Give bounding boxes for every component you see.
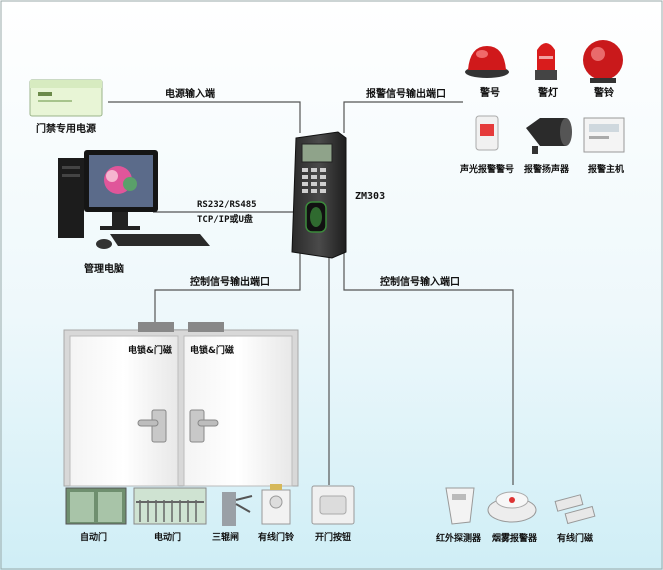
- alarm-siren-icon: [465, 46, 509, 78]
- sound-light-alarm-label: 声光报警警号: [460, 165, 515, 175]
- alarm-bell-label: 警铃: [594, 88, 614, 99]
- connection-lines: [108, 101, 514, 485]
- alarm-siren-label: 警号: [480, 88, 500, 99]
- wired-doorbell-label: 有线门铃: [258, 533, 295, 543]
- turnstile-label: 三辊闸: [212, 533, 240, 543]
- alarm-speaker-label: 报警扬声器: [524, 165, 570, 175]
- door-power-supply-label: 门禁专用电源: [36, 124, 96, 135]
- control-input-port-label: 控制信号输入端口: [380, 277, 460, 288]
- alarm-output-port-label: 报警信号输出端口: [366, 89, 446, 100]
- turnstile-icon: [222, 492, 253, 526]
- fingerprint-terminal: [291, 131, 347, 259]
- infrared-detector-label: 红外探测器: [436, 534, 482, 544]
- exit-button-icon: [311, 485, 355, 525]
- double-door: [63, 322, 299, 487]
- auto-door-label: 自动门: [80, 533, 108, 543]
- alarm-output-line: [343, 101, 463, 133]
- lock-left-label: 电锁&门磁: [128, 346, 172, 356]
- computer: [58, 150, 210, 249]
- lock-right-label: 电锁&门磁: [190, 346, 234, 356]
- wired-door-sensor-label: 有线门磁: [557, 534, 594, 544]
- sound-light-alarm-icon: [475, 115, 499, 151]
- alarm-host-label: 报警主机: [588, 165, 625, 175]
- wired-doorbell-icon: [261, 484, 291, 525]
- comm-network-label: TCP/IP或U盘: [197, 215, 253, 225]
- wired-door-sensor-icon: [554, 494, 596, 525]
- device-model-label: ZM303: [355, 191, 386, 202]
- control-input-line: [343, 250, 514, 485]
- infrared-detector-icon: [445, 487, 475, 525]
- management-pc-label: 管理电脑: [84, 264, 124, 275]
- alarm-light-label: 警灯: [538, 88, 558, 99]
- power-supply-box: [29, 79, 103, 117]
- power-line: [108, 101, 301, 133]
- exit-button-label: 开门按钮: [315, 533, 352, 543]
- power-input-label: 电源输入端: [165, 89, 215, 100]
- alarm-light-icon: [535, 43, 557, 80]
- auto-door-icon: [65, 487, 127, 525]
- alarm-bell-icon: [583, 40, 623, 83]
- alarm-speaker-icon: [526, 118, 572, 154]
- smoke-alarm-label: 烟雾报警器: [492, 534, 538, 544]
- alarm-host-icon: [583, 117, 625, 153]
- electric-gate-label: 电动门: [154, 533, 182, 543]
- control-output-port-label: 控制信号输出端口: [190, 277, 270, 288]
- electric-gate-icon: [133, 487, 207, 525]
- comm-protocol-label: RS232/RS485: [197, 200, 257, 210]
- smoke-alarm-icon: [487, 491, 537, 523]
